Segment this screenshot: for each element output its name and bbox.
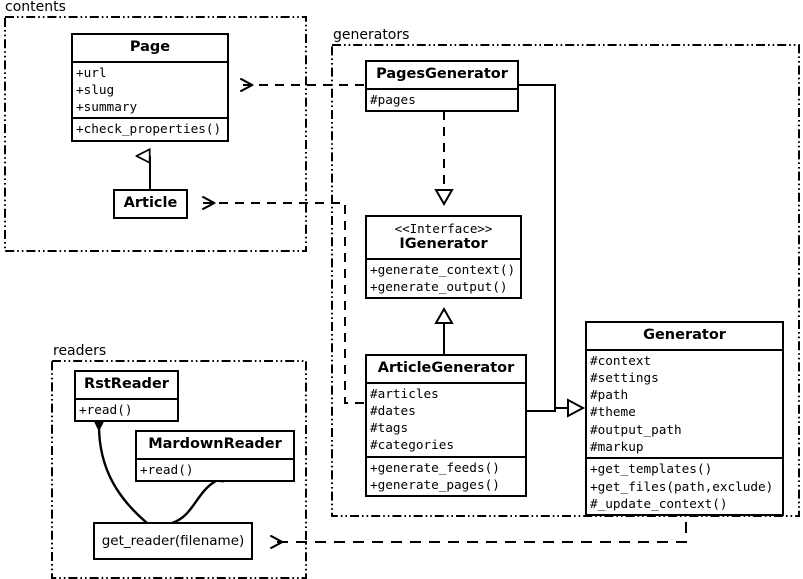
method-row: +generate_pages() — [370, 477, 500, 492]
attribute-row: #settings — [590, 369, 659, 385]
class-methods-igenerator: +generate_context() +generate_output() — [367, 257, 520, 298]
class-box-article[interactable]: Article — [113, 189, 188, 219]
attribute-row: +url — [76, 64, 107, 80]
class-box-page[interactable]: Page +url +slug +summary +check_properti… — [71, 33, 229, 142]
class-title-igenerator: IGenerator — [399, 236, 488, 252]
edge-articlegenerator-inherits-igenerator — [434, 306, 454, 355]
package-border-generators — [331, 44, 800, 517]
attribute-row: #categories — [370, 437, 455, 453]
class-box-igenerator[interactable]: <<Interface>> IGenerator +generate_conte… — [365, 215, 522, 300]
class-name-igenerator: <<Interface>> IGenerator — [367, 217, 520, 258]
method-row: +check_properties() — [76, 121, 222, 137]
class-box-rst-reader[interactable]: RstReader +read() — [74, 370, 179, 422]
class-attributes-article-generator: #articles #dates #tags #categories — [367, 381, 525, 456]
package-label-generators: generators — [333, 27, 410, 43]
class-box-article-generator[interactable]: ArticleGenerator #articles #dates #tags … — [365, 354, 527, 498]
method-row: +get_templates() — [590, 461, 713, 477]
class-box-pages-generator[interactable]: PagesGenerator #pages — [365, 60, 519, 112]
attribute-row: #theme — [590, 404, 636, 420]
attribute-row: #output_path — [590, 421, 682, 437]
class-attributes-page: +url +slug +summary — [73, 60, 227, 118]
method-row: +generate_context() — [370, 261, 516, 277]
class-name-article: Article — [123, 195, 178, 211]
method-row: #_update_context() — [590, 495, 728, 511]
attribute-row: #tags — [370, 420, 409, 436]
edge-articlegenerator-uses-article — [202, 203, 364, 404]
method-row: +generate_output() — [370, 278, 508, 294]
class-name-pages-generator: PagesGenerator — [376, 66, 508, 82]
class-methods-page: +check_properties() — [73, 117, 227, 139]
class-methods-article-generator: +generate_feeds() +generate_pages() — [367, 455, 525, 496]
attribute-row: #articles — [370, 385, 439, 401]
class-attributes-pages-generator: #pages — [367, 87, 517, 110]
class-box-mardown-reader[interactable]: MardownReader +read() — [135, 430, 295, 482]
class-name-page: Page — [129, 39, 171, 55]
edge-pagesgenerator-realizes-igenerator — [434, 111, 454, 207]
class-name-article-generator: ArticleGenerator — [377, 360, 515, 376]
edge-getreader-creates-rstreader — [94, 421, 148, 524]
function-label-get-reader: get_reader(filename) — [101, 533, 245, 549]
class-name-generator: Generator — [643, 327, 726, 343]
function-box-get-reader[interactable]: get_reader(filename) — [93, 522, 253, 560]
attribute-row: #dates — [370, 402, 416, 418]
package-border-readers — [51, 360, 307, 579]
class-methods-generator: +get_templates() +get_files(path,exclude… — [587, 457, 782, 514]
method-row: +generate_feeds() — [370, 459, 500, 475]
class-stereotype-igenerator: <<Interface>> — [394, 221, 493, 236]
method-row: +read() — [79, 401, 133, 417]
edge-generator-uses-getreader — [270, 503, 687, 542]
class-methods-mardown-reader: +read() — [137, 457, 293, 480]
class-name-rst-reader: RstReader — [84, 376, 169, 392]
attribute-row: +summary — [76, 99, 138, 115]
package-label-contents: contents — [5, 0, 66, 15]
class-name-mardown-reader: MardownReader — [148, 436, 282, 452]
class-box-generator[interactable]: Generator #context #settings #path #them… — [585, 321, 784, 517]
method-row: +read() — [140, 461, 194, 477]
attribute-row: #markup — [590, 439, 644, 454]
class-attributes-generator: #context #settings #path #theme #output_… — [587, 348, 782, 458]
edge-pagesgenerator-inherits-generator — [519, 84, 568, 409]
method-row: +get_files(path,exclude) — [590, 478, 774, 494]
package-border-contents — [4, 16, 307, 252]
attribute-row: #pages — [370, 91, 416, 107]
edge-getreader-creates-mardownreader — [171, 473, 224, 525]
attribute-row: #context — [590, 352, 652, 368]
edge-articlegenerator-inherits-generator — [527, 398, 586, 418]
class-methods-rst-reader: +read() — [76, 397, 177, 420]
package-label-readers: readers — [53, 343, 107, 359]
attribute-row: +slug — [76, 81, 115, 97]
attribute-row: #path — [590, 387, 629, 403]
